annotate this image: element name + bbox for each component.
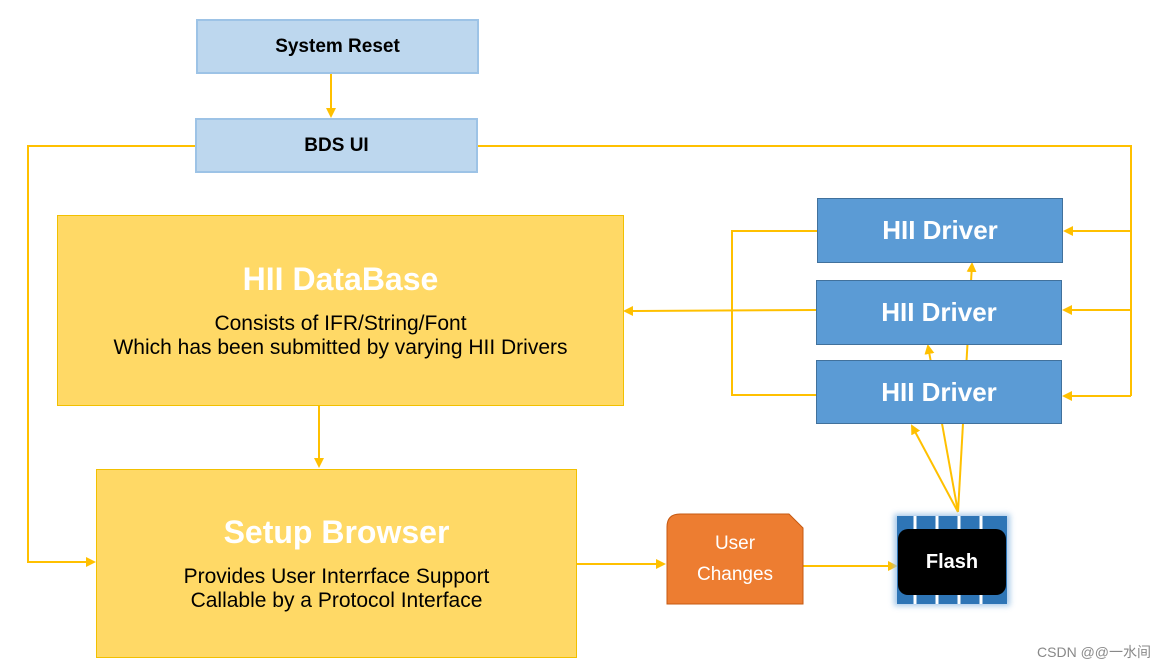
connector-driver-1-left — [731, 230, 817, 396]
hii-database-line-1: Consists of IFR/String/Font — [214, 312, 467, 335]
system-reset-label: System Reset — [275, 35, 400, 57]
hii-driver-label: HII Driver — [881, 376, 997, 407]
user-changes-line-2: Changes — [696, 564, 774, 585]
watermark: CSDN @@一水间 — [1037, 644, 1151, 660]
bds-ui-label: BDS UI — [304, 134, 369, 156]
hii-database-node: HII DataBase Consists of IFR/String/Font… — [57, 215, 624, 406]
user-changes-line-1: User — [714, 533, 756, 554]
setup-browser-title: Setup Browser — [223, 514, 450, 550]
arrow-bds-to-setup-browser — [27, 145, 195, 567]
arrow-flash-to-driver-3 — [911, 424, 959, 513]
arrow-drivers-to-database — [623, 305, 817, 316]
hii-database-line-2: Which has been submitted by varying HII … — [113, 336, 568, 359]
flash-icon — [894, 514, 1010, 606]
setup-browser-line-2: Callable by a Protocol Interface — [190, 589, 483, 612]
setup-browser-line-1: Provides User Interrface Support — [183, 565, 490, 588]
bds-ui-node: BDS UI — [195, 118, 478, 173]
hii-driver-label: HII Driver — [881, 297, 997, 327]
connector-bds-right-trunk — [478, 145, 1132, 396]
hii-driver-node-3: HII Driver — [816, 360, 1062, 424]
hii-driver-label: HII Driver — [882, 215, 998, 245]
hii-driver-node-1: HII Driver — [817, 198, 1063, 263]
user-changes-shape — [666, 513, 804, 605]
flash-label: Flash — [925, 550, 979, 573]
system-reset-node: System Reset — [196, 19, 479, 74]
user-changes-node: User Changes — [667, 514, 803, 604]
hii-database-title: HII DataBase — [242, 261, 439, 297]
hii-driver-node-2: HII Driver — [816, 280, 1062, 345]
setup-browser-node: Setup Browser Provides User Interrface S… — [96, 469, 577, 658]
